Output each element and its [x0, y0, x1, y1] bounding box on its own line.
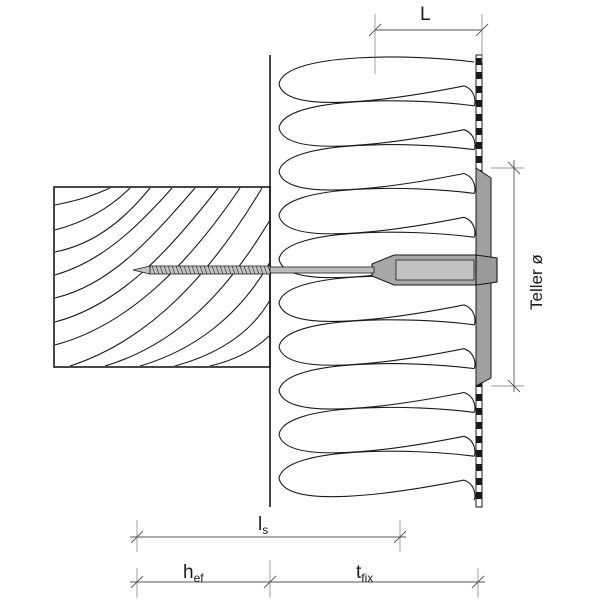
- thread-tick: [171, 265, 176, 275]
- thread-tick: [211, 265, 216, 275]
- dimension-hef-tick: [263, 575, 277, 589]
- thread-tick: [231, 265, 236, 275]
- anchor-screw-shank: [267, 266, 375, 274]
- thread-tick: [259, 265, 264, 275]
- facing-board-segment: [476, 408, 482, 415]
- thread-tick: [239, 265, 244, 275]
- dimension-ls-tick: [130, 530, 144, 544]
- anchor-plate-hub: [475, 254, 498, 286]
- facing-board-segment: [476, 436, 482, 443]
- dimension-ls-tick: [393, 530, 407, 544]
- dimension-L-label: L: [420, 4, 431, 25]
- dimension-teller-label: Teller ø: [527, 254, 546, 310]
- thread-tick: [263, 265, 268, 275]
- wood-grain-line: [139, 262, 269, 366]
- thread-tick: [227, 265, 232, 275]
- wood-grain-line: [55, 188, 131, 231]
- thread-tick: [199, 265, 204, 275]
- thread-tick: [151, 265, 156, 275]
- thread-tick: [207, 265, 212, 275]
- dimension-L-tick: [475, 23, 489, 37]
- wood-grain-line: [55, 188, 196, 299]
- thread-tick: [267, 265, 272, 275]
- dimension-tfix-tick: [471, 575, 485, 589]
- thread-tick: [243, 265, 248, 275]
- anchor-screw-tip: [132, 265, 151, 275]
- thread-tick: [155, 265, 160, 275]
- facing-board-segment: [476, 100, 482, 107]
- anchor-thread-pattern: [151, 265, 272, 275]
- thread-tick: [187, 265, 192, 275]
- facing-board-segment: [476, 464, 482, 471]
- facing-board-segment: [476, 450, 482, 457]
- thread-tick: [203, 265, 208, 275]
- thread-tick: [175, 265, 180, 275]
- dimension-L: L: [368, 4, 489, 74]
- insulation-anchor: [132, 167, 498, 387]
- wood-grain-line: [69, 188, 263, 366]
- wood-grain-line: [55, 188, 241, 346]
- facing-board-segment: [476, 72, 482, 79]
- dimension-hef-label: hef: [183, 562, 204, 585]
- facing-board-segment: [476, 86, 482, 93]
- facing-board-segment: [476, 422, 482, 429]
- anchor-screw-thread: [149, 265, 271, 275]
- thread-tick: [215, 265, 220, 275]
- wood-grain-line: [55, 188, 173, 276]
- thread-tick: [183, 265, 188, 275]
- wood-grain-line: [209, 335, 269, 366]
- facing-board-segment: [476, 128, 482, 135]
- dimension-tfix-label: tfix: [356, 562, 373, 585]
- wood-grain-line: [104, 220, 269, 366]
- dimension-L-tick: [368, 23, 382, 37]
- thread-tick: [251, 265, 256, 275]
- thread-tick: [159, 265, 164, 275]
- facing-board-segment: [476, 394, 482, 401]
- dimension-ls-label: ls: [258, 514, 268, 537]
- thread-tick: [255, 265, 260, 275]
- wood-substrate: [53, 186, 271, 368]
- thread-tick: [163, 265, 168, 275]
- facing-board-segment: [476, 478, 482, 485]
- thread-tick: [167, 265, 172, 275]
- thread-tick: [247, 265, 252, 275]
- dimension-teller-tick: [507, 161, 521, 175]
- dimension-hef-tfix: hef tfix: [130, 560, 485, 598]
- facing-board-segment: [476, 58, 482, 65]
- facing-board-segment: [476, 492, 482, 499]
- dimension-teller-tick: [507, 379, 521, 393]
- thread-tick: [191, 265, 196, 275]
- wood-grain-line: [55, 188, 151, 253]
- facing-board-segment: [476, 142, 482, 149]
- dimension-hef-tick: [130, 575, 144, 589]
- thread-tick: [235, 265, 240, 275]
- wood-grain-line: [55, 188, 111, 206]
- anchor-sleeve-inner: [395, 259, 475, 281]
- thread-tick: [195, 265, 200, 275]
- thread-tick: [179, 265, 184, 275]
- wood-grain-line: [174, 300, 269, 366]
- dimension-ls: ls: [130, 514, 407, 552]
- facing-board-segment: [476, 156, 482, 163]
- thread-tick: [219, 265, 224, 275]
- thread-tick: [223, 265, 228, 275]
- dimension-teller: Teller ø: [491, 160, 546, 393]
- facing-board-segment: [476, 114, 482, 121]
